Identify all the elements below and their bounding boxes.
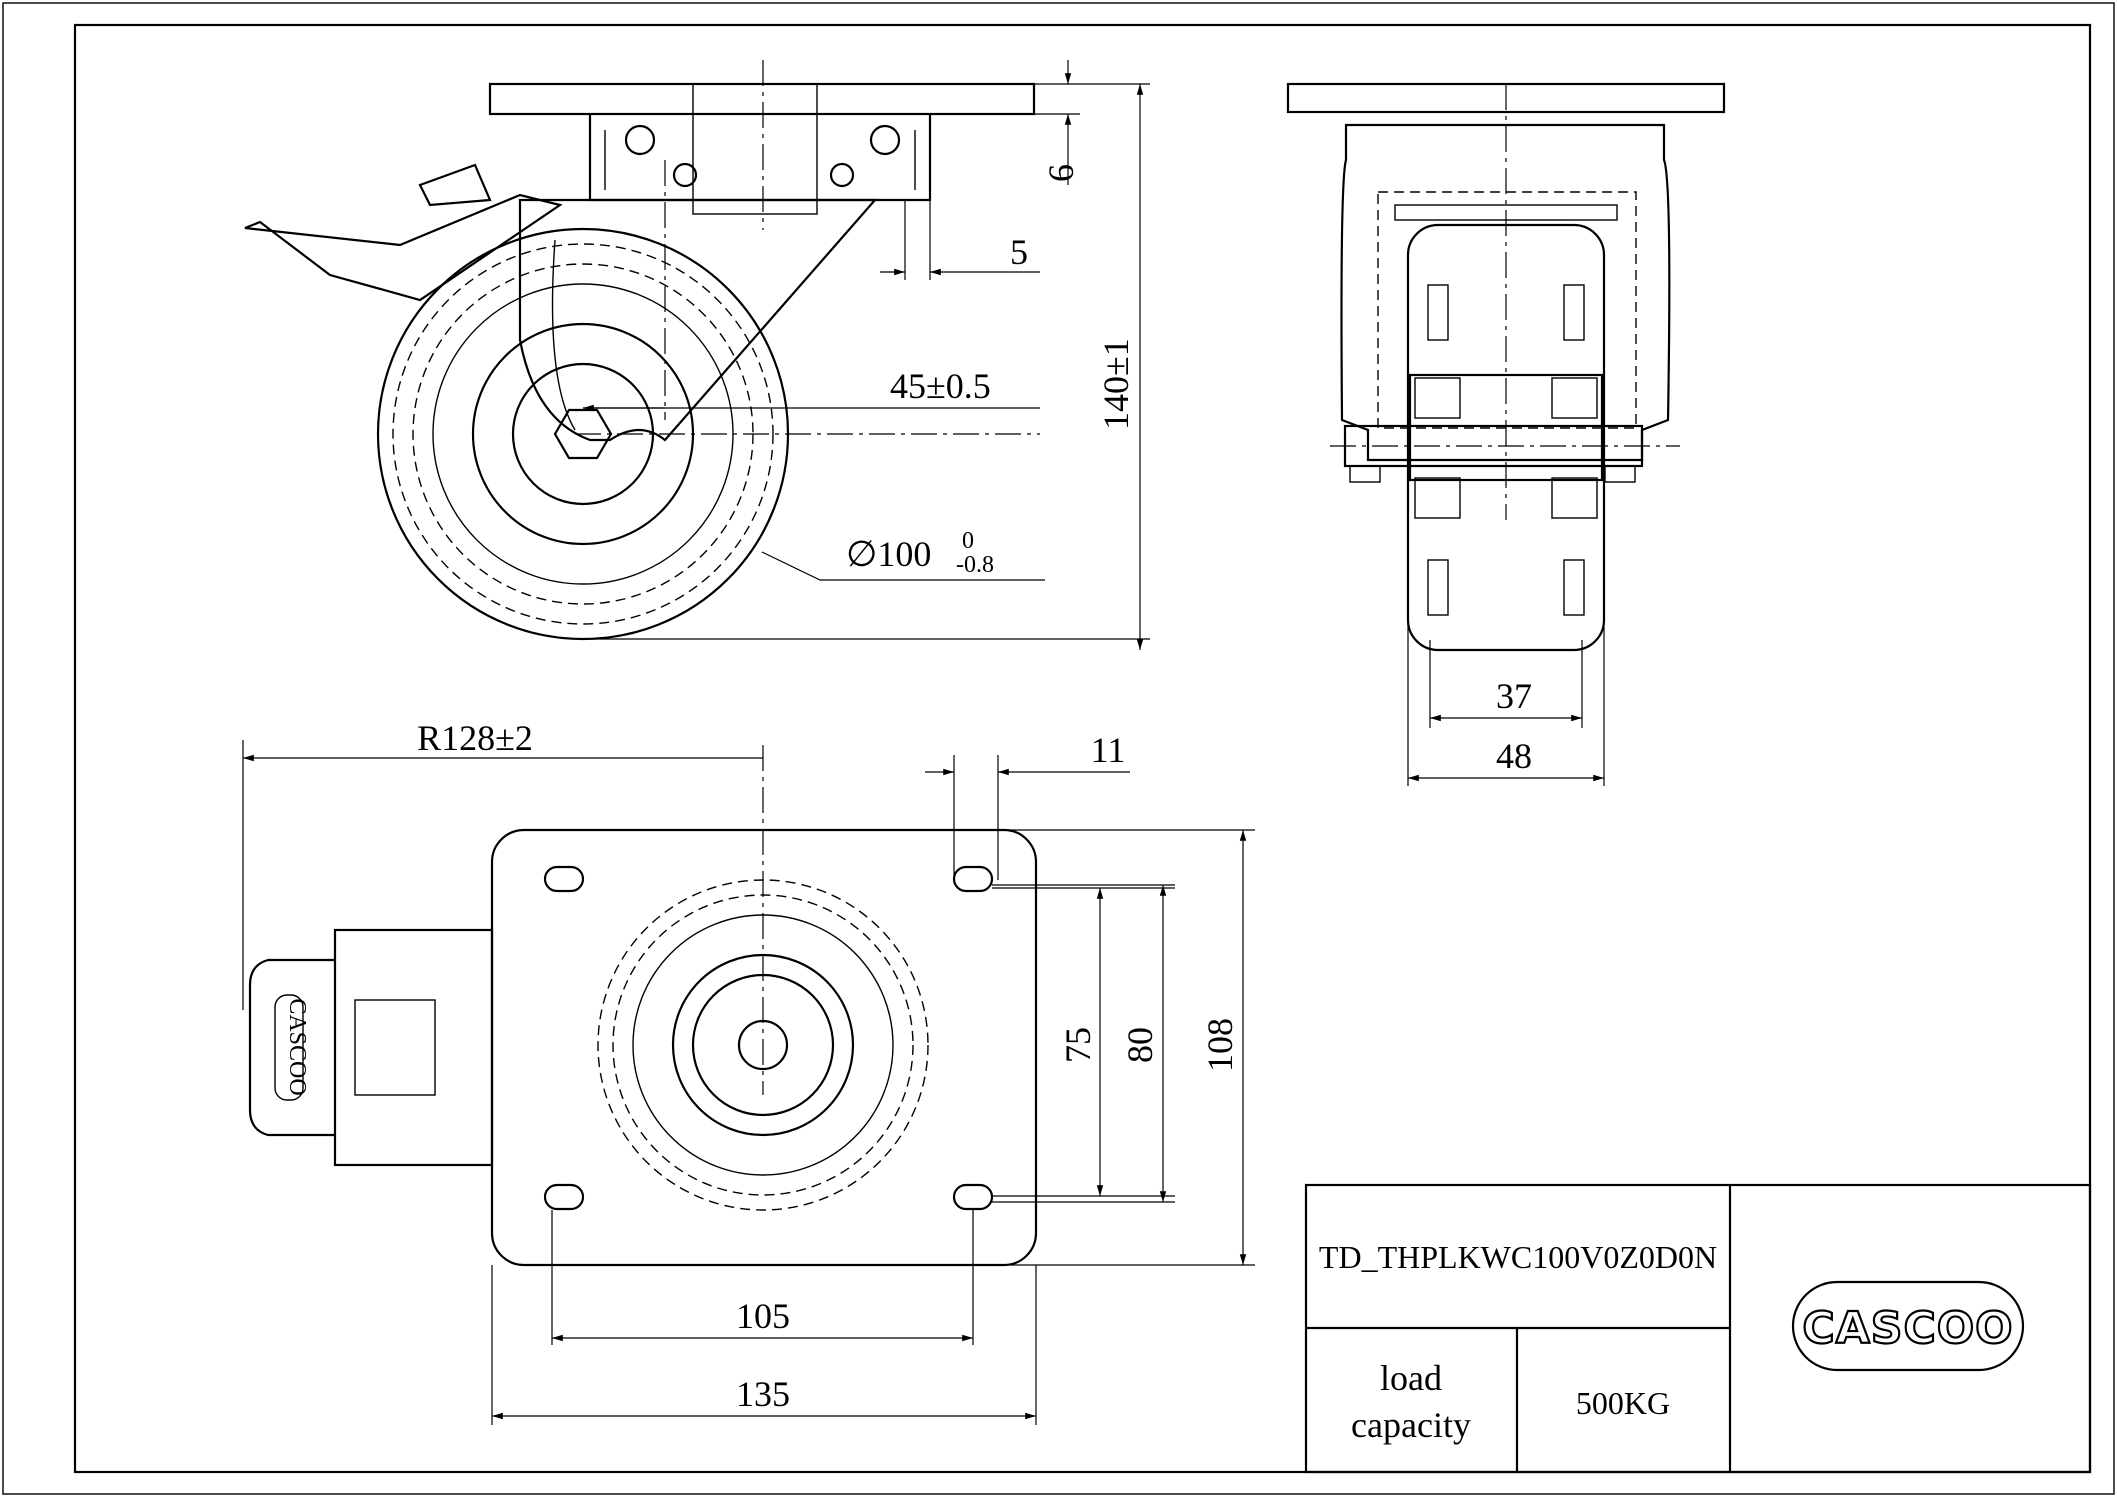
bearing-ball-left bbox=[624, 124, 656, 156]
dim-wheel-diameter: ∅100 bbox=[846, 534, 931, 574]
dim-hole-spacing-outer: 80 bbox=[1120, 1027, 1160, 1063]
load-value: 500KG bbox=[1576, 1385, 1670, 1421]
mount-slot-bottom-right bbox=[952, 1183, 994, 1211]
bearing-ball-right bbox=[869, 124, 901, 156]
lock-logo: CASCOO bbox=[284, 998, 310, 1095]
brand-logo: CASCOO bbox=[1802, 1303, 2013, 1354]
load-label-line2: capacity bbox=[1351, 1405, 1471, 1445]
dim-swivel-offset: 45±0.5 bbox=[890, 366, 991, 406]
brake-pedal bbox=[244, 193, 563, 302]
fork bbox=[518, 198, 878, 442]
dim-hole-spacing-inner: 75 bbox=[1058, 1027, 1098, 1063]
dim-wheel-tol-upper: 0 bbox=[962, 528, 974, 554]
dim-hole-size: 11 bbox=[1091, 730, 1126, 770]
kingpin-section bbox=[692, 83, 818, 215]
brand-logo-frame bbox=[1791, 1280, 2025, 1372]
dim-plate-width: 135 bbox=[736, 1374, 790, 1414]
mount-slot-top-right bbox=[952, 865, 994, 893]
top-plate bbox=[488, 82, 1036, 116]
dim-plate-thickness: 6 bbox=[1041, 164, 1081, 182]
top-view-dimensions: R128±2 11 75 80 108 105 135 bbox=[242, 718, 1255, 1425]
part-number: TD_THPLKWC100V0Z0D0N bbox=[1319, 1239, 1717, 1275]
mount-slot-top-left bbox=[543, 865, 585, 893]
dim-hole-spacing-width: 105 bbox=[736, 1296, 790, 1336]
front-view bbox=[1286, 82, 1726, 652]
load-label-line1: load bbox=[1380, 1358, 1442, 1398]
dim-wheel-tol-lower: -0.8 bbox=[956, 552, 994, 578]
top-view: CASCOO bbox=[248, 745, 1038, 1267]
brake-housing bbox=[333, 928, 494, 1167]
side-view-dimensions: 6 5 45±0.5 140±1 ∅100 0 -0.8 bbox=[583, 60, 1150, 650]
dim-wheel-width: 48 bbox=[1496, 736, 1532, 776]
mount-slot-bottom-left bbox=[543, 1183, 585, 1211]
front-view-dimensions: 37 48 bbox=[1407, 620, 1605, 786]
dim-overall-height: 140±1 bbox=[1096, 338, 1136, 430]
drawing-frame bbox=[73, 23, 2092, 1474]
brake-lever bbox=[248, 958, 335, 1137]
dim-tread-width: 37 bbox=[1496, 676, 1532, 716]
title-block: TD_THPLKWC100V0Z0D0N load capacity 500KG… bbox=[1304, 1183, 2092, 1474]
dim-plate-length: 108 bbox=[1200, 1018, 1240, 1072]
dim-swivel-radius: R128±2 bbox=[417, 718, 533, 758]
dim-lock-offset: 5 bbox=[1010, 232, 1028, 272]
